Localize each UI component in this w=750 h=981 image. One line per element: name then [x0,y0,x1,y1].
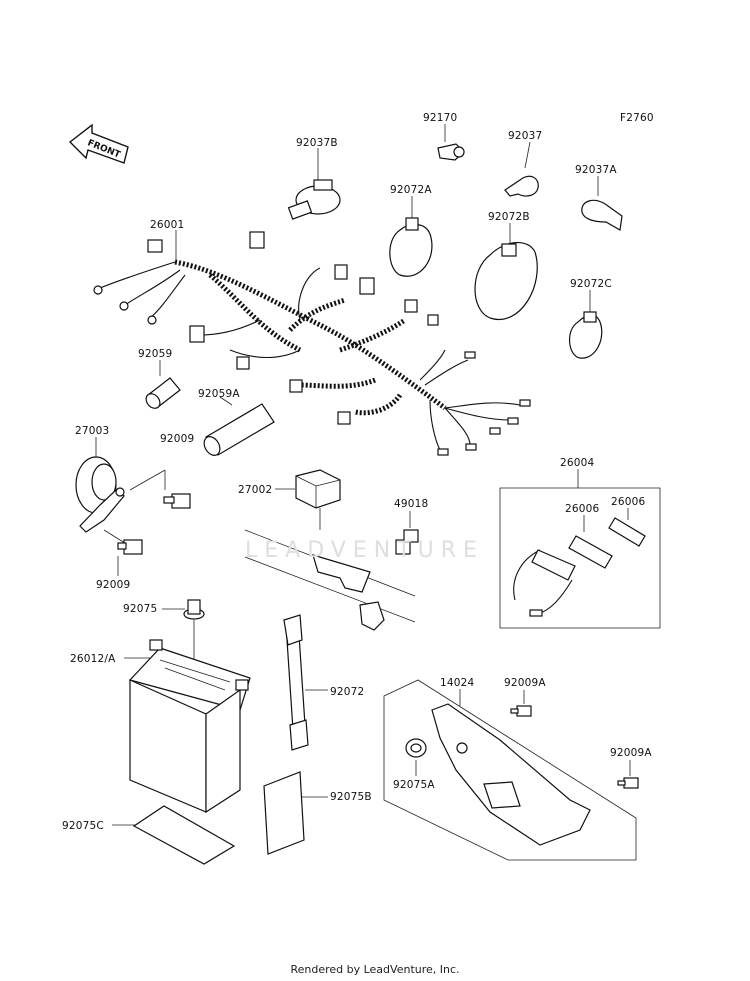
bolt-92009A-a [510,705,532,717]
figure-code: F2760 [620,112,654,124]
bolt-92009A-b [617,777,639,789]
band-92072A [389,217,433,277]
label-92075A: 92075A [393,779,435,791]
frame-bracket [244,529,416,631]
label-49018: 49018 [394,498,428,510]
clamp-92037 [504,175,539,197]
fuse-26006-a [568,535,613,569]
label-92009A-a: 92009A [504,677,546,689]
grommet-92075A [405,738,427,758]
front-arrow-icon: FRONT [68,123,129,164]
label-92072B: 92072B [488,211,530,223]
label-92009-top: 92009 [160,433,194,445]
band-92072B [474,242,538,321]
relay-27002 [295,469,341,509]
label-14024: 14024 [440,677,475,689]
clip-92170 [437,143,465,161]
label-92037: 92037 [508,130,542,142]
label-92075B: 92075B [330,791,372,803]
label-26001: 26001 [150,219,184,231]
footer-credit: Rendered by LeadVenture, Inc. [290,963,460,976]
pad-92075B [263,771,305,855]
pad-92075C [132,805,236,865]
label-92075C: 92075C [62,820,104,832]
label-27002: 27002 [238,484,272,496]
fuse-holder [513,549,576,617]
label-92059: 92059 [138,348,172,360]
label-92170: 92170 [423,112,457,124]
label-92059A: 92059A [198,388,240,400]
wiring-harness [93,231,531,456]
bolt-92009-top [163,493,191,509]
cover-14024 [431,703,591,846]
clamp-92037B [287,179,341,220]
horn-27003 [75,456,125,533]
band-92072C [569,311,603,359]
bolt-92075 [183,599,205,620]
battery-26012A [128,639,251,814]
label-26006-a: 26006 [565,503,600,515]
connector-49018 [395,529,419,555]
label-92072A: 92072A [390,184,432,196]
fuse-kit-box [499,487,661,629]
cover-box [383,679,637,861]
label-26006-b: 26006 [611,496,646,508]
label-92009A-b: 92009A [610,747,652,759]
label-26012A: 26012/A [70,653,116,665]
tube-92059A [203,403,275,456]
fuse-26006-b [608,517,646,547]
label-92037A: 92037A [575,164,617,176]
watermark: LEADVENTURE [245,538,484,563]
tube-92059 [145,377,181,409]
strap-92072 [283,614,309,751]
clamp-92037A [581,199,623,231]
bolt-92009-bottom [117,539,143,555]
label-92075: 92075 [123,603,157,615]
label-92072: 92072 [330,686,364,698]
label-27003: 27003 [75,425,109,437]
label-92009-bottom: 92009 [96,579,130,591]
label-92072C: 92072C [570,278,612,290]
label-26004: 26004 [560,457,595,469]
label-92037B: 92037B [296,137,338,149]
